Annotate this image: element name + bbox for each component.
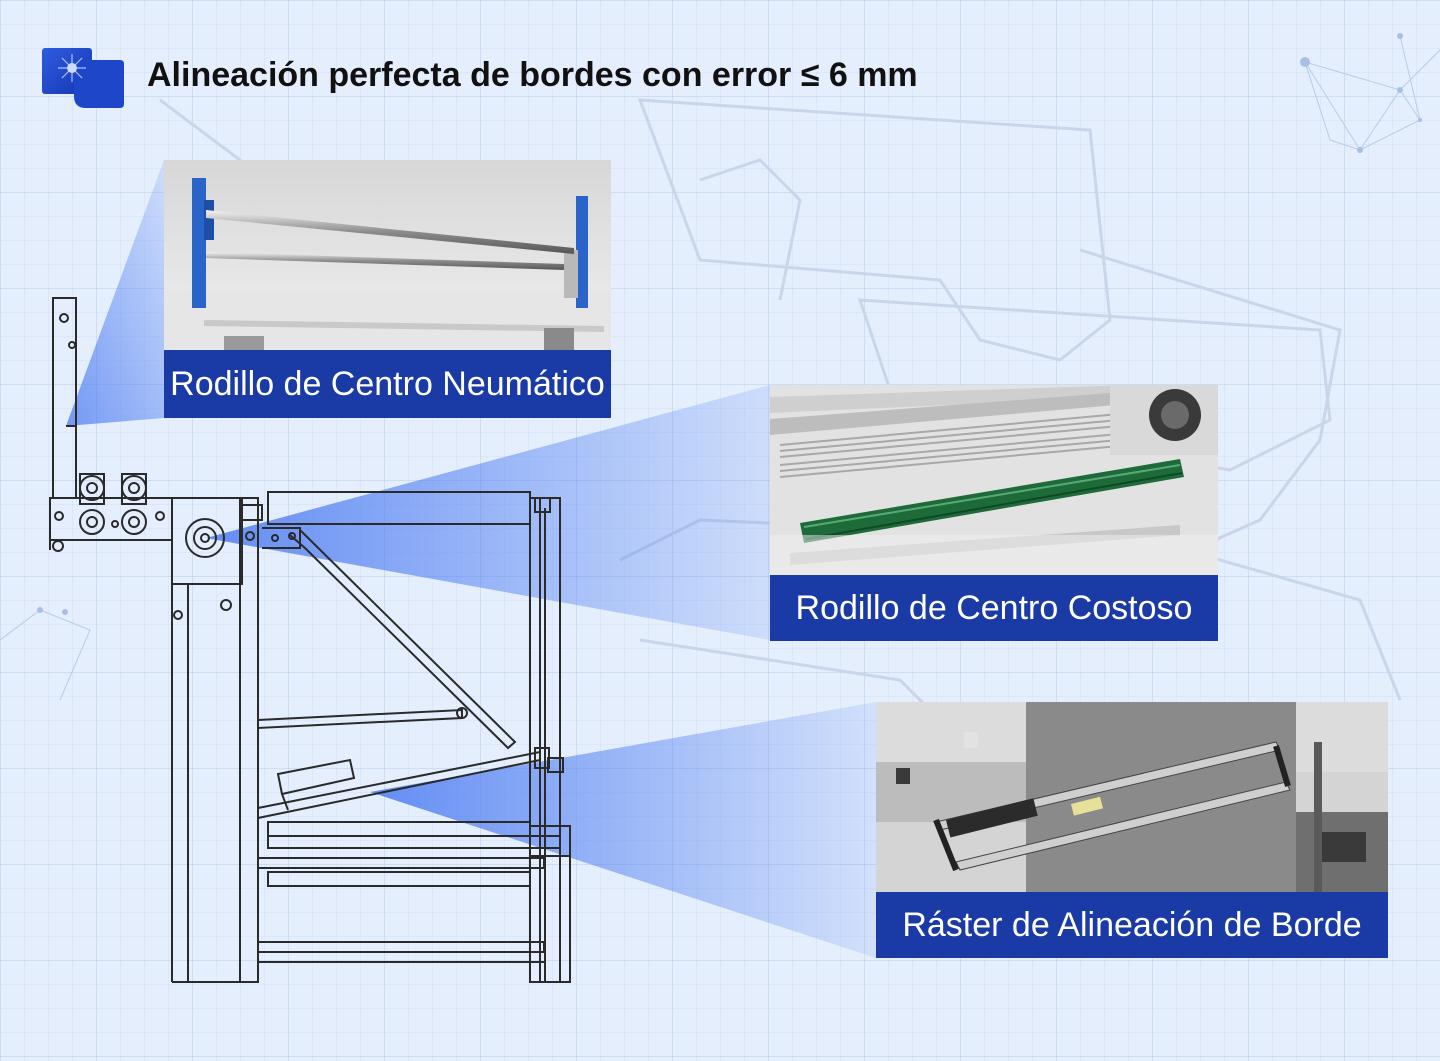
callout-pneumatic-center-roller: Rodillo de Centro Neumático: [164, 160, 611, 418]
caption-pneumatic-center-roller: Rodillo de Centro Neumático: [164, 350, 611, 418]
caption-edge-alignment-frame: Ráster de Alineación de Borde: [876, 892, 1388, 958]
caption-center-roller: Rodillo de Centro Costoso: [770, 575, 1218, 641]
beam-center-roller: [206, 385, 770, 640]
pneumatic-center-roller-photo: [164, 160, 611, 350]
edge-alignment-frame-photo: [876, 702, 1388, 892]
page-title: Alineación perfecta de bordes con error …: [147, 56, 918, 94]
callout-center-roller: Rodillo de Centro Costoso: [770, 385, 1218, 641]
center-roller-photo: [770, 385, 1218, 575]
beam-pneumatic-roller: [66, 160, 164, 426]
brand-logo-icon: [42, 46, 126, 110]
callout-edge-alignment-frame: Ráster de Alineación de Borde: [876, 702, 1388, 958]
beam-edge-frame: [370, 702, 876, 958]
